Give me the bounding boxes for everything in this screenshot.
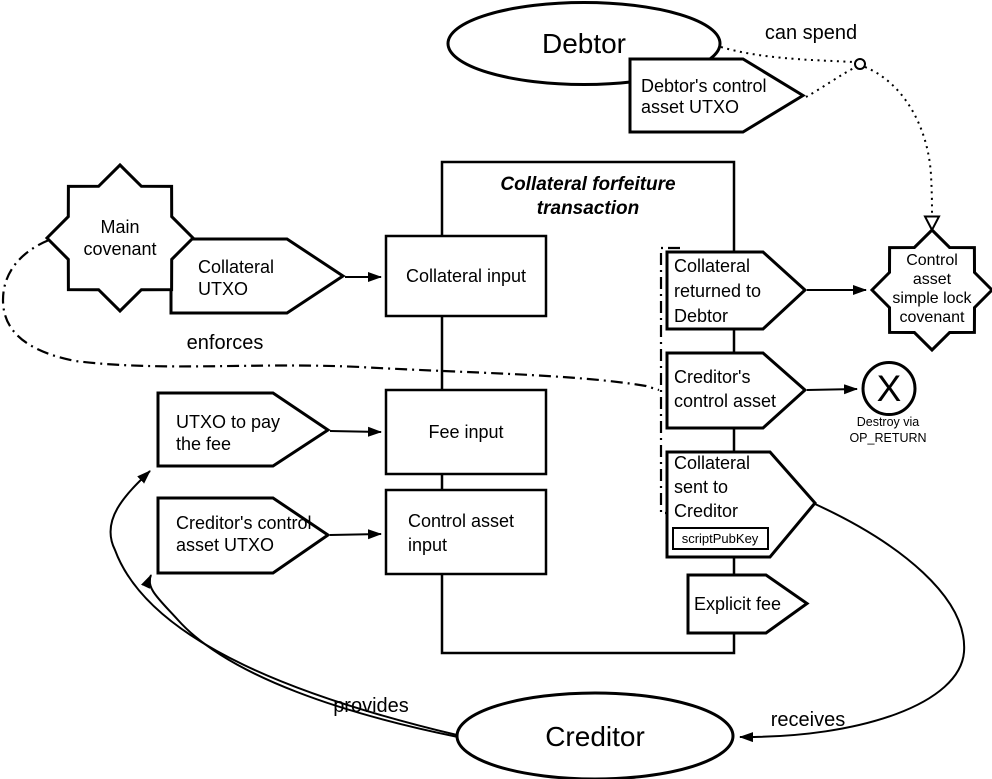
collateral-input-label: Collateral input (406, 266, 526, 286)
lock-covenant-node (869, 227, 992, 353)
provides-fee-utxo-edge (109, 470, 458, 736)
destroy-label-line2: OP_RETURN (849, 431, 926, 445)
provides-label: provides (333, 695, 409, 717)
control-asset-input-label-line2: input (408, 535, 447, 555)
destroy-label-line1: Destroy via (857, 415, 920, 429)
destroy-x-glyph: X (877, 368, 902, 409)
utxo-pay-fee-label-line2: the fee (176, 434, 231, 454)
control-asset-to-destroy-arrow (806, 384, 858, 395)
collateral-returned-node (665, 250, 808, 331)
control-asset-input-label-line1: Control asset (408, 511, 514, 531)
lock-covenant-label-line4: covenant (900, 309, 965, 326)
destroy-circle-icon (861, 361, 917, 416)
main-covenant-label-line2: covenant (83, 239, 156, 259)
scriptpubkey-label: scriptPubKey (682, 531, 759, 546)
creditor-utxo-label-line2: asset UTXO (176, 535, 274, 555)
collateral-utxo-node (169, 237, 346, 315)
receives-edge (739, 503, 966, 743)
collateral-returned-label-line1: Collateral (674, 256, 750, 276)
can-spend-edge-from-utxo (805, 67, 855, 98)
receives-label: receives (771, 709, 845, 731)
open-triangle-arrowhead (923, 215, 941, 233)
creditors-control-asset-label-line1: Creditor's (674, 367, 750, 387)
fee-utxo-to-input-arrow (329, 426, 382, 437)
debtor-utxo-node (628, 57, 806, 134)
utxo-pay-fee-label-line1: UTXO to pay (176, 412, 280, 432)
main-covenant-label-line1: Main (100, 217, 139, 237)
collateral-returned-label-line3: Debtor (674, 306, 728, 326)
explicit-fee-label: Explicit fee (694, 594, 781, 614)
can-spend-junction-dot (854, 58, 866, 70)
lock-covenant-label-line1: Control (906, 252, 958, 269)
scriptpubkey-tag (672, 527, 769, 550)
collateral-input-box (384, 234, 548, 318)
main-covenant-node (44, 162, 196, 314)
collateral-sent-label-line1: Collateral (674, 453, 750, 473)
collateral-utxo-label-line2: UTXO (198, 279, 248, 299)
fee-input-box (384, 388, 548, 476)
transaction-title-line1: Collateral forfeiture (500, 174, 676, 195)
creditor-utxo-label-line1: Creditor's control (176, 513, 311, 533)
collateral-sent-label-line2: sent to (674, 477, 728, 497)
enforces-edge (1, 238, 660, 392)
creditor-utxo-node (156, 496, 331, 575)
can-spend-label: can spend (765, 22, 857, 44)
creditor-utxo-to-input-arrow (329, 529, 382, 540)
creditor-label: Creditor (545, 721, 645, 752)
debtor-label: Debtor (542, 28, 626, 59)
enforces-label: enforces (187, 332, 264, 354)
can-spend-edge-to-covenant (864, 66, 933, 214)
collateral-returned-label-line2: returned to (674, 281, 761, 301)
fee-input-label: Fee input (428, 422, 503, 442)
lock-covenant-label-line2: asset (913, 271, 952, 288)
collateral-utxo-label-line1: Collateral (198, 257, 274, 277)
utxo-pay-fee-node (156, 391, 331, 468)
collateral-sent-label-line3: Creditor (674, 501, 738, 521)
debtor-utxo-label-line2: asset UTXO (641, 97, 739, 117)
transaction-title-line2: transaction (537, 198, 639, 219)
explicit-fee-node (686, 573, 810, 635)
creditors-control-asset-label-line2: control asset (674, 391, 776, 411)
control-asset-input-box (384, 488, 548, 576)
creditor-node (455, 691, 735, 779)
lock-covenant-label-line3: simple lock (892, 290, 972, 307)
creditors-control-asset-node (665, 351, 808, 430)
provides-control-utxo-edge (141, 574, 459, 738)
debtor-utxo-label-line1: Debtor's control (641, 76, 767, 96)
